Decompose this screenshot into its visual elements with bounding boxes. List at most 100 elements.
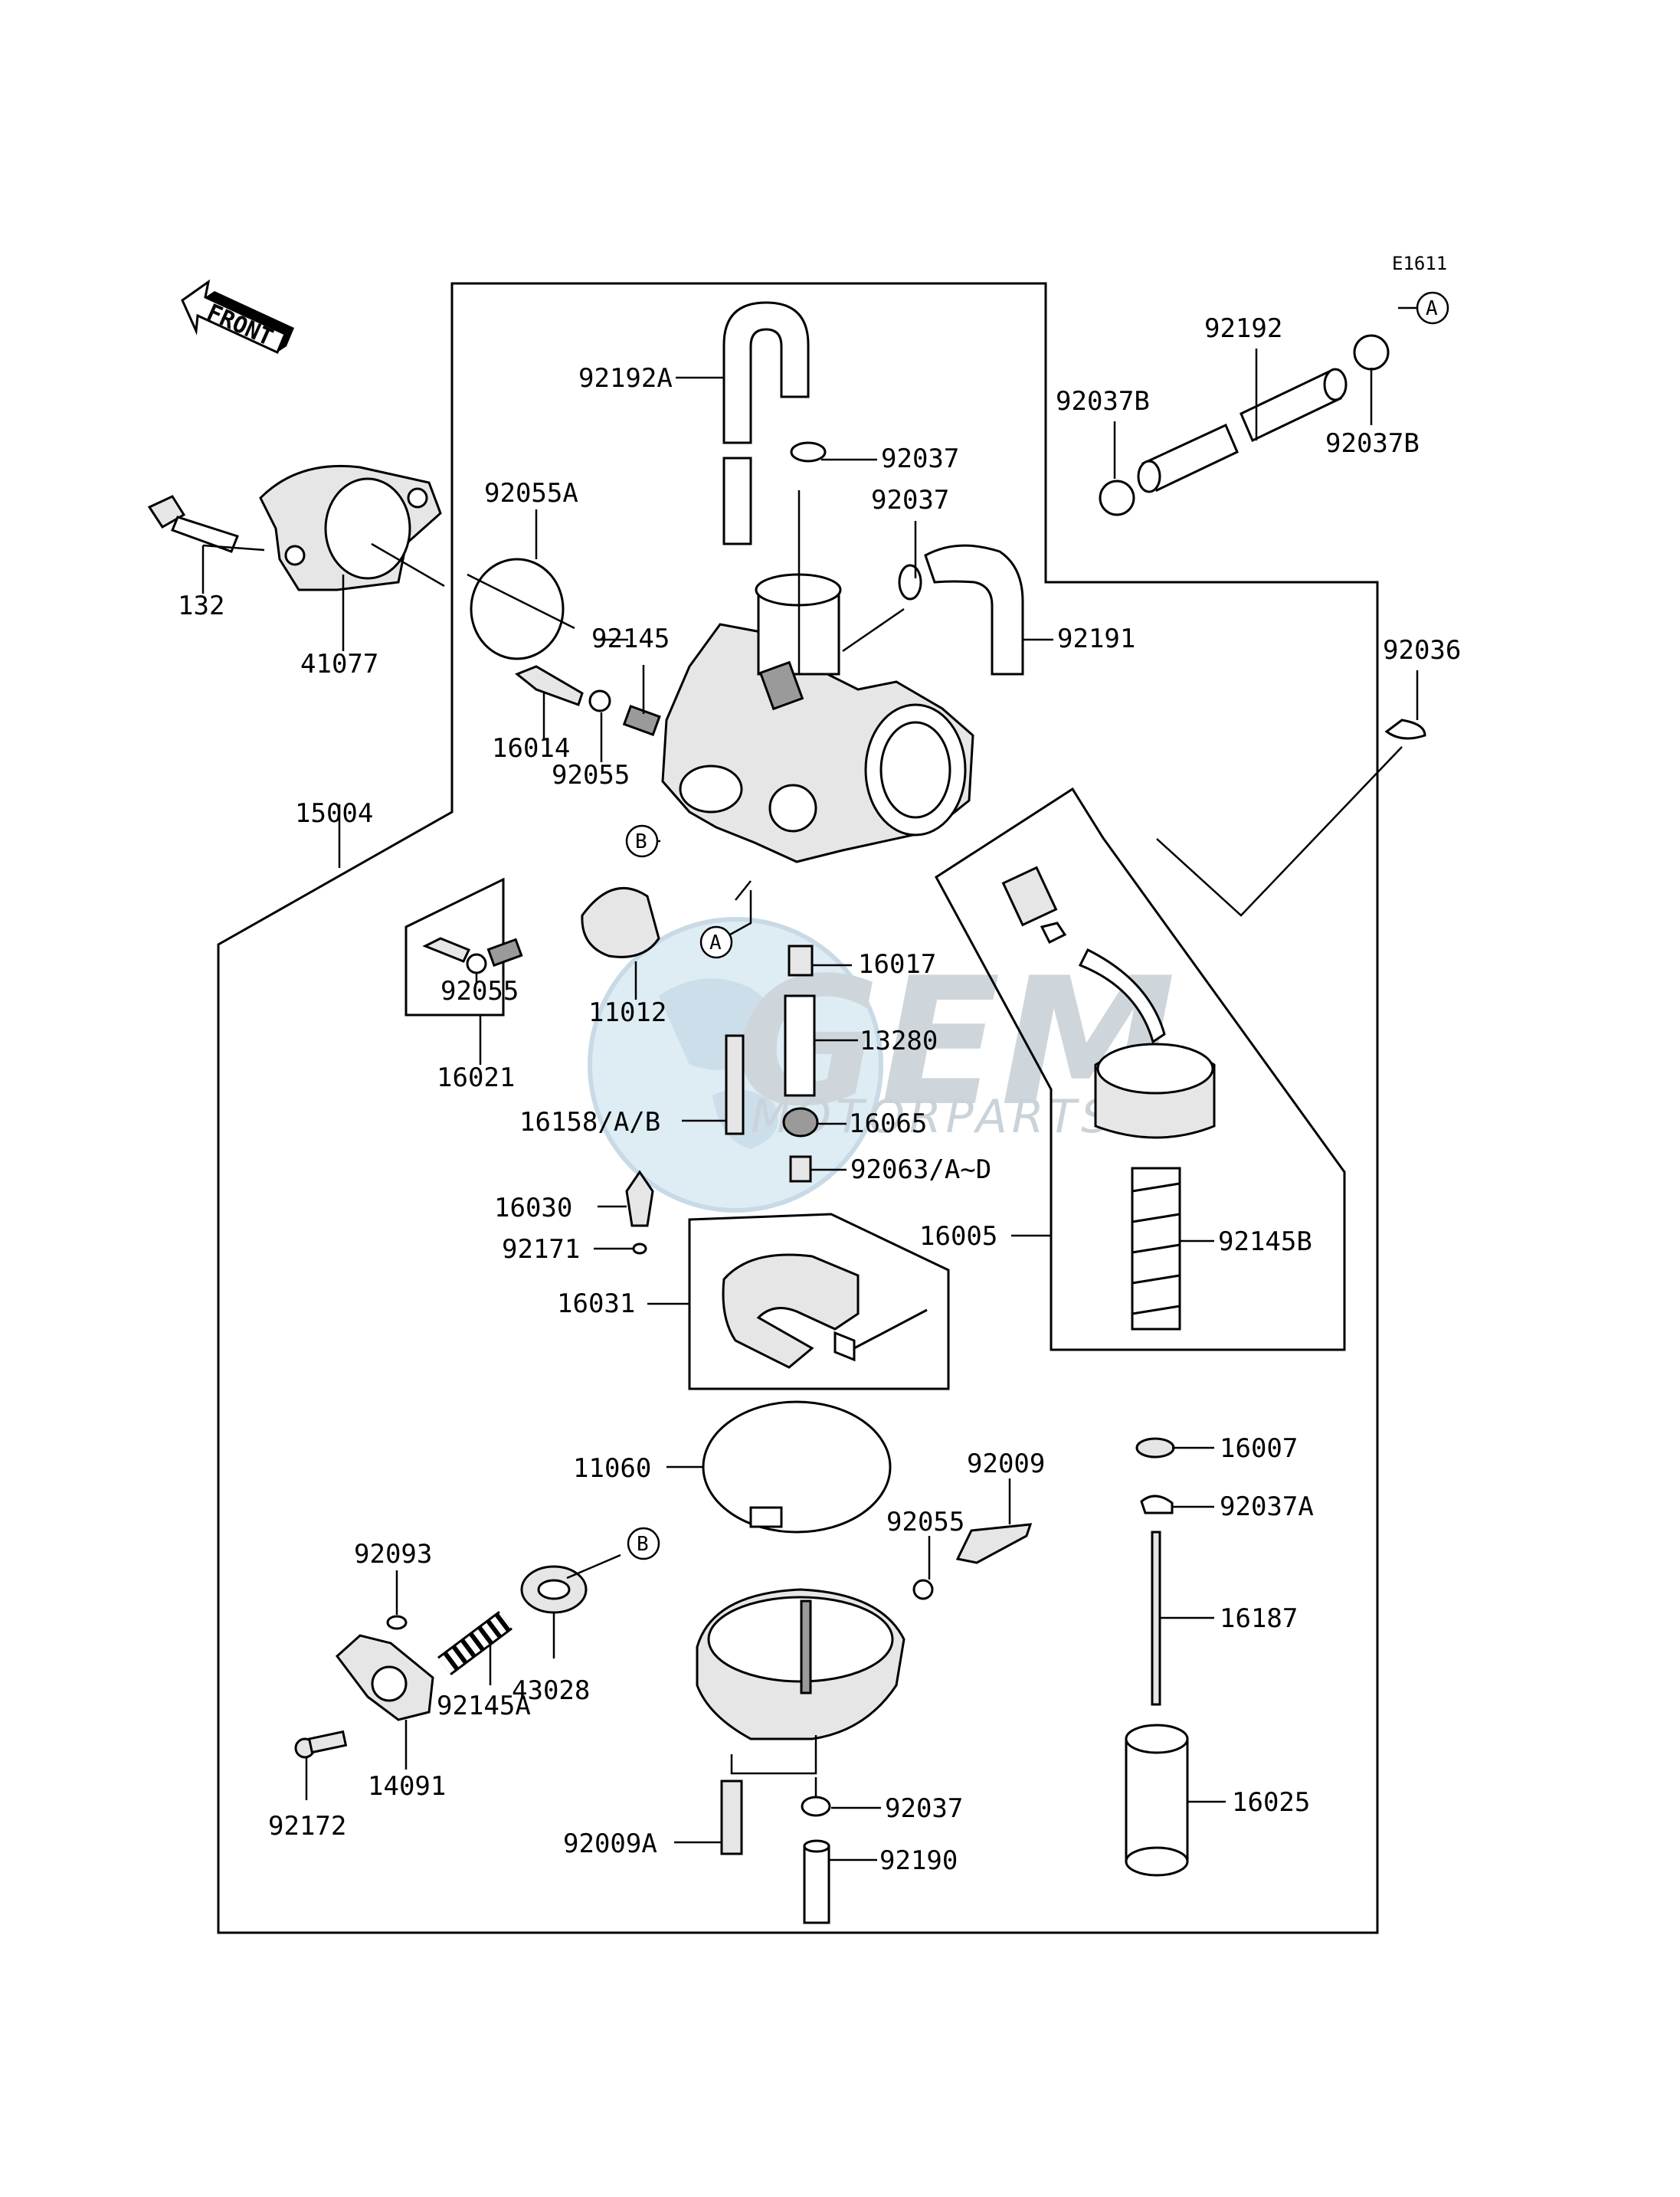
screw-92009 bbox=[955, 1523, 1033, 1564]
float-16031 bbox=[722, 1253, 928, 1369]
cap-11012 bbox=[581, 886, 660, 958]
label-43028: 43028 bbox=[512, 1675, 590, 1706]
label-92037B-left: 92037B bbox=[1056, 386, 1150, 417]
svg-text:A: A bbox=[709, 932, 722, 954]
label-16030: 16030 bbox=[494, 1193, 572, 1223]
jet-16065 bbox=[782, 1107, 819, 1138]
part-labels: 92192A 92037 92037 92191 92192 92037B 92… bbox=[178, 313, 1461, 1876]
emulsion-tube-13280 bbox=[784, 994, 816, 1097]
washer-92055-top bbox=[588, 689, 611, 712]
label-132: 132 bbox=[178, 591, 224, 621]
label-16031: 16031 bbox=[557, 1288, 635, 1319]
float-bowl bbox=[696, 1588, 905, 1740]
clip-92037-mid bbox=[898, 564, 922, 601]
label-16158: 16158/A/B bbox=[519, 1107, 660, 1138]
label-92093: 92093 bbox=[354, 1539, 432, 1570]
screw-16014 bbox=[515, 665, 584, 706]
label-16005: 16005 bbox=[919, 1221, 997, 1252]
clip-92036 bbox=[1384, 719, 1426, 740]
label-16014: 16014 bbox=[492, 733, 570, 764]
label-92191: 92191 bbox=[1057, 624, 1135, 654]
subassembly-frame-16021 bbox=[404, 877, 505, 1017]
gasket-tab bbox=[749, 1506, 783, 1528]
label-92036: 92036 bbox=[1383, 635, 1461, 666]
label-92037-top: 92037 bbox=[881, 444, 959, 474]
label-92009A: 92009A bbox=[563, 1829, 657, 1859]
label-11060: 11060 bbox=[573, 1453, 651, 1484]
front-arrow-shadow bbox=[205, 291, 294, 352]
main-jet-92063 bbox=[789, 1155, 812, 1183]
label-16017: 16017 bbox=[858, 949, 936, 980]
subassembly-frame-16031 bbox=[688, 1213, 950, 1390]
hose-92192A bbox=[722, 301, 810, 545]
callout-b-mid: B bbox=[625, 824, 659, 858]
label-16065: 16065 bbox=[849, 1108, 927, 1139]
label-92145: 92145 bbox=[591, 624, 670, 654]
needle-valve-16030 bbox=[625, 1170, 654, 1227]
label-92172: 92172 bbox=[268, 1811, 346, 1842]
label-92145A: 92145A bbox=[437, 1691, 531, 1721]
carburetor-body bbox=[661, 573, 974, 863]
clip-92037B-right bbox=[1353, 334, 1390, 371]
label-16007: 16007 bbox=[1220, 1433, 1298, 1464]
leader-lines bbox=[201, 306, 1419, 1861]
label-92171: 92171 bbox=[502, 1234, 580, 1265]
callout-a-mid: A bbox=[699, 925, 733, 959]
tube-92190 bbox=[803, 1839, 830, 1924]
clip-92037-top bbox=[790, 441, 827, 463]
callout-b-bot: B bbox=[627, 1527, 660, 1560]
assembly-frame-15004 bbox=[217, 282, 1379, 1934]
spring-92145 bbox=[622, 704, 661, 736]
jet-needle-16187 bbox=[1151, 1531, 1161, 1706]
label-92055-left: 92055 bbox=[440, 976, 519, 1007]
label-92192A: 92192A bbox=[578, 363, 673, 394]
label-11012: 11012 bbox=[588, 997, 666, 1028]
screw-92009A bbox=[720, 1780, 743, 1855]
throttle-valve-16025 bbox=[1125, 1724, 1189, 1877]
label-92063: 92063/A~D bbox=[850, 1154, 991, 1185]
label-16187: 16187 bbox=[1220, 1603, 1298, 1634]
label-92055-bot: 92055 bbox=[886, 1507, 964, 1537]
spring-92145A bbox=[437, 1611, 513, 1675]
label-92055A: 92055A bbox=[484, 478, 578, 509]
washer-92055-left bbox=[466, 953, 487, 974]
hose-92191 bbox=[924, 544, 1024, 676]
clip-92037-bot bbox=[801, 1796, 831, 1817]
retainer-16007 bbox=[1135, 1437, 1175, 1459]
diagram-code: E1611 bbox=[1392, 253, 1447, 274]
watermark-continents bbox=[659, 978, 778, 1149]
needle-jet-16158 bbox=[725, 1034, 745, 1135]
hose-92192 bbox=[1137, 368, 1348, 493]
label-92192: 92192 bbox=[1204, 313, 1282, 344]
gasket-11060 bbox=[702, 1400, 892, 1534]
jet-16017 bbox=[788, 945, 814, 977]
callout-a-top: A bbox=[1416, 291, 1449, 325]
lever-14091 bbox=[335, 1634, 434, 1721]
label-92055-top: 92055 bbox=[552, 760, 630, 791]
insulator-41077 bbox=[259, 464, 442, 591]
label-92037-bot: 92037 bbox=[885, 1793, 963, 1824]
diaphragm-43028-center bbox=[537, 1579, 571, 1600]
label-16025: 16025 bbox=[1232, 1787, 1310, 1818]
label-41077: 41077 bbox=[300, 649, 378, 679]
front-arrow: FRONT bbox=[181, 279, 294, 355]
bolt-132 bbox=[147, 495, 239, 553]
label-16021: 16021 bbox=[437, 1062, 515, 1093]
label-15004: 15004 bbox=[295, 798, 373, 829]
oring-92055A bbox=[470, 558, 565, 660]
label-92037-mid: 92037 bbox=[871, 485, 949, 516]
svg-text:B: B bbox=[635, 830, 647, 853]
starter-plunger-16005 bbox=[1001, 866, 1216, 1139]
screw-16021 bbox=[422, 937, 471, 963]
subassembly-frame-16005 bbox=[935, 787, 1346, 1351]
clip-92037A bbox=[1140, 1495, 1174, 1514]
spring-16021 bbox=[486, 938, 523, 968]
label-92009: 92009 bbox=[967, 1449, 1045, 1479]
svg-text:A: A bbox=[1426, 297, 1438, 320]
label-92037B-right: 92037B bbox=[1325, 428, 1420, 459]
label-92037A: 92037A bbox=[1220, 1491, 1314, 1522]
spring-92145B bbox=[1131, 1167, 1181, 1331]
washer-92093 bbox=[386, 1615, 408, 1630]
screw-92172 bbox=[294, 1730, 348, 1759]
